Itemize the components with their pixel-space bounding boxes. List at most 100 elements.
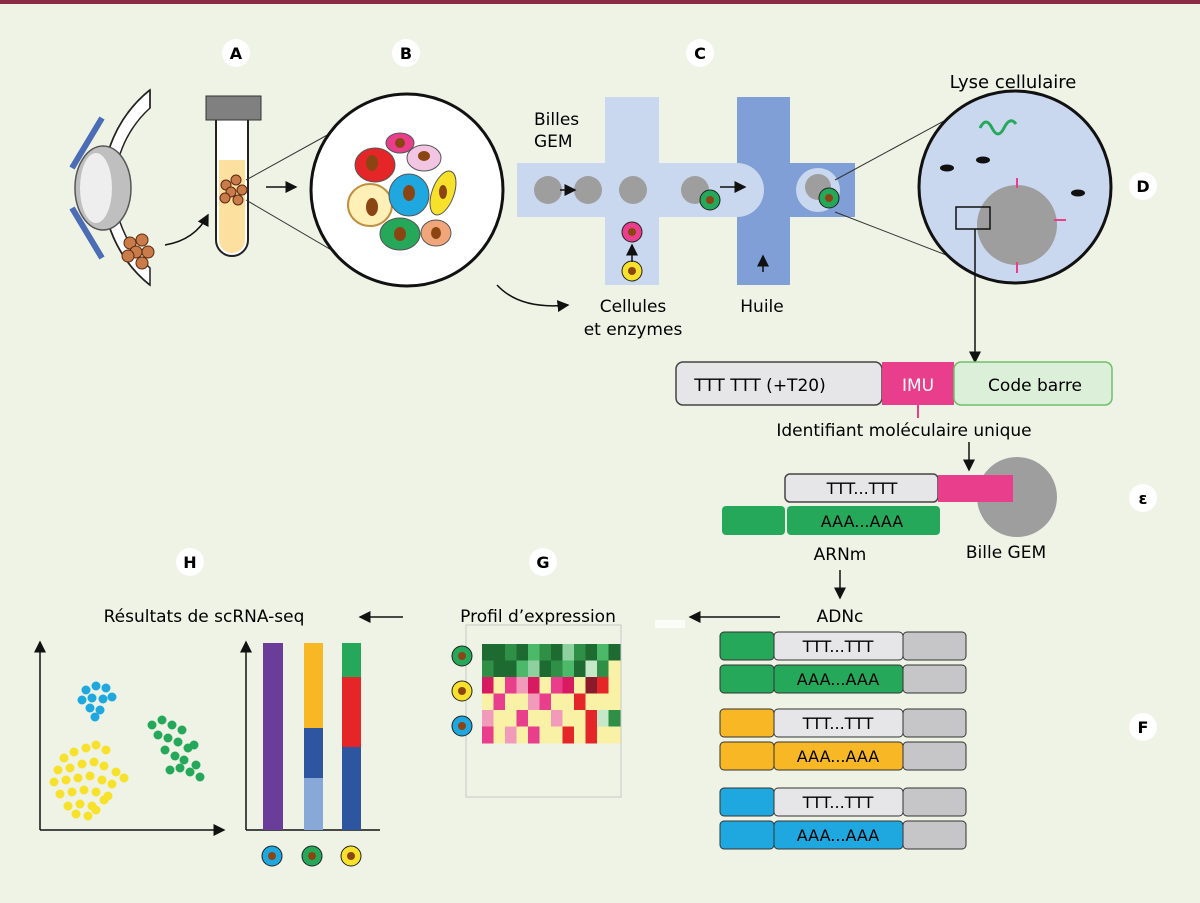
scatter-point (177, 725, 187, 735)
heatmap-cell (539, 677, 552, 694)
heatmap-cell (505, 726, 517, 744)
scatter-point (147, 720, 157, 730)
scatter-point (55, 789, 65, 799)
scatter-point (189, 740, 199, 750)
top-border (0, 0, 1200, 4)
bar-yellow-cell-segment (342, 747, 361, 830)
heatmap-cell (539, 693, 552, 711)
scatter-point (107, 779, 117, 789)
scatter-point (71, 809, 81, 819)
scatter-point (49, 777, 59, 787)
heatmap-cell (505, 677, 517, 694)
label-gem: GEM (534, 132, 573, 152)
heatmap-cell (585, 677, 598, 694)
label-ttt-e: TTT...TTT (826, 479, 898, 498)
heatmap-cell (493, 644, 506, 661)
heatmap-cell (574, 677, 586, 694)
label-billes: Billes (534, 110, 579, 130)
scatter-point (89, 757, 99, 767)
cell-icon (379, 217, 421, 251)
heatmap-cell (505, 660, 517, 678)
heatmap-cell (585, 644, 598, 661)
scatter-point (153, 730, 163, 740)
svg-text:C: C (694, 44, 706, 63)
heatmap-cell (608, 644, 621, 661)
heatmap-cell (597, 644, 609, 661)
cell-icon (451, 645, 473, 667)
bar-yellow-cell-segment (342, 643, 361, 677)
scatter-point (111, 767, 121, 777)
label-identifiant: Identifiant moléculaire unique (776, 421, 1031, 441)
heatmap-cell (585, 726, 598, 744)
heatmap-cell (493, 660, 506, 678)
heatmap-cell (539, 660, 552, 678)
profile-frame (465, 624, 622, 798)
cell-cluster-eye (121, 233, 155, 270)
scatter-point (79, 785, 89, 795)
scatter-point (91, 681, 101, 691)
oligo-structure (675, 361, 1113, 418)
heatmap-cell (585, 710, 598, 727)
scatter-point (81, 743, 91, 753)
scatter-point (63, 801, 73, 811)
heatmap-cell (597, 710, 609, 727)
panel-letter-h: H (176, 548, 204, 576)
scatter-point (98, 694, 108, 704)
heatmap-cell (585, 693, 598, 711)
heatmap-cell (482, 644, 494, 661)
panel-letter-f: F (1129, 713, 1157, 741)
scatter-point (91, 787, 101, 797)
cdna-library: TTT...TTT AAA...AAA TTT...TTT AAA...AAA … (719, 631, 967, 850)
scatter-point (81, 685, 91, 695)
cell-icon (451, 715, 473, 737)
heatmap-cell (551, 644, 563, 661)
heatmap-cell (528, 693, 540, 711)
label-resultats: Résultats de scRNA-seq (104, 607, 305, 627)
scatter-point (165, 765, 175, 775)
microfluidic-chip (517, 97, 855, 285)
heatmap-cell (539, 710, 552, 727)
label-code-barre: Code barre (988, 376, 1082, 396)
cdna-pair-orange: TTT...TTT AAA...AAA (719, 708, 967, 771)
svg-text:D: D (1136, 177, 1149, 196)
cell-icon (420, 219, 452, 247)
svg-text:TTT...TTT: TTT...TTT (802, 793, 874, 812)
scatter-point (91, 740, 101, 750)
bar-yellow-cell-segment (342, 677, 361, 747)
heatmap-cell (505, 644, 517, 661)
svg-text:AAA...AAA: AAA...AAA (797, 670, 879, 689)
label-profil: Profil d’expression (460, 607, 616, 627)
scatter-point (67, 787, 77, 797)
cdna-pair-blue: TTT...TTT AAA...AAA (719, 787, 967, 850)
heatmap-cell (516, 677, 529, 694)
scatter-point (83, 811, 93, 821)
scatter-point (195, 772, 205, 782)
label-cellules: Cellules (600, 297, 667, 317)
heatmap-cell (574, 660, 586, 678)
scatter-point (65, 763, 75, 773)
svg-text:TTT...TTT: TTT...TTT (802, 637, 874, 656)
heatmap-cell (505, 710, 517, 727)
lysis-droplet (917, 89, 1113, 285)
cell-icon (261, 845, 283, 867)
heatmap-cell (574, 693, 586, 711)
heatmap-cell (516, 644, 529, 661)
heatmap-cell (482, 710, 494, 727)
label-bille-gem: Bille GEM (966, 543, 1046, 563)
heatmap-cell (608, 726, 621, 744)
heatmap-cell (562, 693, 575, 711)
scatter-point (61, 775, 71, 785)
label-arnm: ARNm (814, 545, 867, 565)
scatter-point (75, 799, 85, 809)
heatmap-cell (516, 710, 529, 727)
heatmap-cell (562, 710, 575, 727)
svg-text:F: F (1138, 718, 1149, 737)
bar-blue-cell (263, 643, 283, 830)
cdna-pair-green: TTT...TTT AAA...AAA (719, 631, 967, 694)
panel-letter-a: A (222, 39, 250, 67)
scatter-point (173, 737, 183, 747)
heatmap-cell (597, 726, 609, 744)
scatter-point (99, 795, 109, 805)
